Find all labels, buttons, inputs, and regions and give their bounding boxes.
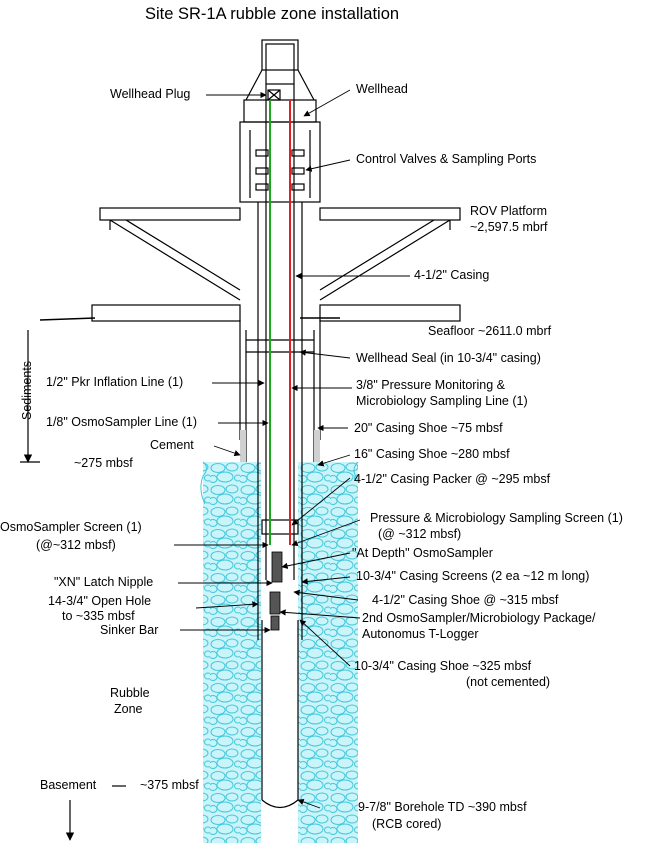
label-casing-412: 4-1/2" Casing (414, 268, 490, 282)
label-osmo-screen-1: OsmoSampler Screen (1) (0, 520, 142, 534)
label-wellhead-seal: Wellhead Seal (in 10-3/4" casing) (356, 351, 541, 365)
label-sinker-bar: Sinker Bar (100, 623, 159, 637)
label-seafloor: Seafloor ~2611.0 mbrf (428, 324, 552, 338)
label-pressure-screen-2: (@ ~312 mbsf) (378, 527, 462, 541)
leader-open-hole (195, 601, 259, 609)
label-casing-screens: 10-3/4" Casing Screens (2 ea ~12 m long) (356, 569, 590, 583)
label-td-1: 9-7/8" Borehole TD ~390 mbsf (358, 800, 527, 814)
label-at-depth: "At Depth" OsmoSampler (352, 546, 493, 560)
label-td-2: (RCB cored) (372, 817, 442, 831)
leader-lines (174, 89, 410, 809)
label-packer: 4-1/2" Casing Packer @ ~295 mbsf (354, 472, 551, 486)
label-depth-275: ~275 mbsf (74, 456, 133, 470)
label-rubble-2: Zone (114, 702, 143, 716)
leader-shoe-412 (293, 589, 359, 601)
leader-shoe-16 (317, 454, 351, 467)
label-pressure-screen-1: Pressure & Microbiology Sampling Screen … (370, 511, 623, 525)
label-wellhead: Wellhead (356, 82, 408, 96)
leader-control-valves (305, 159, 351, 172)
diagram-title: Site SR-1A rubble zone installation (145, 5, 400, 23)
leader-second-osmo (279, 609, 361, 619)
label-depth-375: ~375 mbsf (140, 778, 199, 792)
label-basement: Basement (40, 778, 97, 792)
label-shoe-1034-2: (not cemented) (466, 675, 551, 689)
label-shoe-16: 16" Casing Shoe ~280 mbsf (354, 447, 510, 461)
label-pressure-line-1: 3/8" Pressure Monitoring & (356, 378, 505, 392)
label-xn-latch: "XN" Latch Nipple (54, 575, 154, 589)
rubble-edge-left (200, 461, 359, 505)
rov-platform (91, 207, 461, 322)
wellhead-assembly (239, 39, 321, 203)
label-open-hole-2: to ~335 mbsf (62, 609, 135, 623)
label-wellhead-plug: Wellhead Plug (110, 87, 191, 101)
label-shoe-20: 20" Casing Shoe ~75 mbsf (354, 421, 503, 435)
leader-wellhead (303, 89, 351, 117)
leader-casing-screens (301, 576, 351, 585)
cement (240, 430, 320, 462)
label-pressure-line-2: Microbiology Sampling Line (1) (356, 394, 528, 408)
label-pkr-inflation: 1/2" Pkr Inflation Line (1) (46, 375, 184, 389)
seafloor-line (39, 317, 340, 321)
label-osmo-line: 1/8" OsmoSampler Line (1) (46, 415, 198, 429)
label-cement: Cement (150, 438, 194, 452)
label-shoe-1034-1: 10-3/4" Casing Shoe ~325 mbsf (354, 659, 532, 673)
rubble-zone-left (203, 462, 261, 843)
label-control-valves: Control Valves & Sampling Ports (356, 152, 537, 166)
leader-pressure-screen (291, 519, 361, 547)
label-sediments: Sediments (20, 360, 34, 420)
label-osmo-screen-2: (@~312 mbsf) (36, 538, 116, 552)
leader-shoe-1034 (299, 619, 351, 667)
leader-cement (213, 445, 241, 457)
label-second-osmo-1: 2nd OsmoSampler/Microbiology Package/ (362, 611, 596, 625)
leader-at-depth (281, 552, 351, 569)
label-shoe-412: 4-1/2" Casing Shoe @ ~315 mbsf (372, 593, 559, 607)
leader-td (297, 798, 321, 809)
label-rov-platform-1: ROV Platform (470, 204, 548, 218)
rubble-zone-right (298, 462, 358, 843)
label-rov-platform-2: ~2,597.5 mbrf (470, 220, 548, 234)
leader-wellhead-seal (299, 349, 351, 359)
leader-packer (291, 477, 351, 526)
label-rubble-1: Rubble (110, 686, 150, 700)
osmosampler-packages (269, 551, 283, 631)
label-second-osmo-2: Autonomus T-Logger (362, 627, 479, 641)
label-open-hole-1: 14-3/4" Open Hole (48, 594, 152, 608)
